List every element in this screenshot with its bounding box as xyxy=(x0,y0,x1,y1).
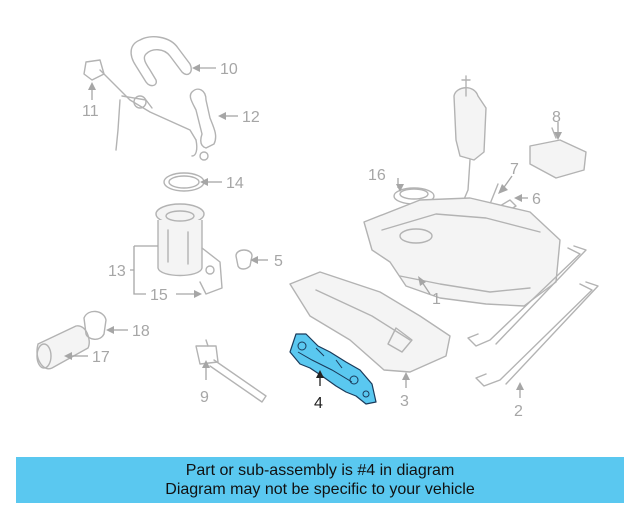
part-1-fuel-tank xyxy=(363,197,561,307)
callout-9: 9 xyxy=(200,389,209,406)
leader-lines xyxy=(64,64,562,398)
callout-16: 16 xyxy=(368,167,386,184)
part-18-clamp xyxy=(83,310,107,340)
callout-18: 18 xyxy=(132,323,150,340)
callout-1: 1 xyxy=(432,291,441,308)
callout-8: 8 xyxy=(552,109,561,126)
callout-14: 14 xyxy=(226,175,244,192)
part-9-sensor xyxy=(195,339,267,403)
callout-12: 12 xyxy=(242,109,260,126)
banner-line-2: Diagram may not be specific to your vehi… xyxy=(165,481,475,498)
callout-11: 11 xyxy=(82,103,99,120)
callout-15: 15 xyxy=(150,287,168,304)
part-5-grommet xyxy=(235,249,253,270)
parts-diagram: 1 2 3 4 5 6 7 8 9 10 11 12 13 14 15 16 1… xyxy=(36,36,599,420)
callout-7: 7 xyxy=(510,161,519,178)
part-4-bracket-highlighted xyxy=(289,333,377,405)
callout-5: 5 xyxy=(274,253,283,270)
callout-2: 2 xyxy=(514,403,523,420)
banner-line-1: Part or sub-assembly is #4 in diagram xyxy=(185,462,455,479)
part-11-bracket xyxy=(83,59,198,157)
part-2-tank-straps xyxy=(467,245,599,387)
info-banner: Part or sub-assembly is #4 in diagram Di… xyxy=(16,457,624,503)
part-8-module xyxy=(529,127,587,179)
callout-17: 17 xyxy=(92,349,110,366)
callout-6: 6 xyxy=(532,191,541,208)
part-14-seal-ring xyxy=(163,172,205,192)
callout-labels: 1 2 3 4 5 6 7 8 9 10 11 12 13 14 15 16 1… xyxy=(82,61,561,420)
part-10-hose xyxy=(130,36,192,87)
callout-13: 13 xyxy=(108,263,126,280)
part-12-hose xyxy=(189,88,217,161)
filler-neck xyxy=(453,75,487,205)
part-17-fuel-filter xyxy=(36,325,90,370)
callout-10: 10 xyxy=(220,61,238,78)
part-13-fuel-pump xyxy=(155,203,223,295)
callout-4: 4 xyxy=(314,395,323,412)
part-3-heat-shield xyxy=(289,271,451,373)
callout-3: 3 xyxy=(400,393,409,410)
